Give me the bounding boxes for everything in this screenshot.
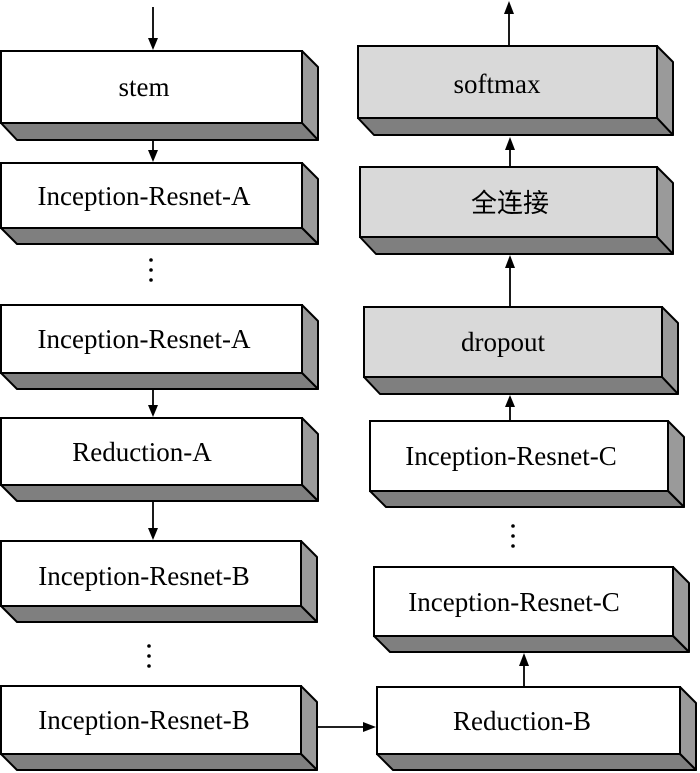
dropout-label: dropout xyxy=(461,327,545,357)
block-softmax: softmax xyxy=(357,45,674,136)
arrow-reduction-b-to-inception-c xyxy=(519,653,529,686)
inception-resnet-a-2-label: Inception-Resnet-A xyxy=(38,324,251,354)
fully-connected-label: 全连接 xyxy=(471,189,549,219)
arrow-inception-c-to-dropout xyxy=(505,395,515,420)
softmax-label: softmax xyxy=(454,69,541,99)
block-inception-resnet-c-2: Inception-Resnet-C xyxy=(373,566,690,653)
arrow-inception-b-to-reduction-b xyxy=(317,722,376,732)
block-inception-resnet-c-1: Inception-Resnet-C xyxy=(369,420,685,508)
reduction-b-label: Reduction-B xyxy=(453,706,591,736)
inception-resnet-a-1-label: Inception-Resnet-A xyxy=(38,181,251,211)
block-reduction-b: Reduction-B xyxy=(376,686,697,771)
block-dropout: dropout xyxy=(363,306,679,395)
arrow-input-to-stem xyxy=(148,7,158,50)
ellipsis-inception-b xyxy=(147,644,151,668)
inception-resnet-b-1-label: Inception-Resnet-B xyxy=(38,561,249,591)
block-fully-connected: 全连接 xyxy=(359,166,674,255)
arrow-inception-a-to-reduction-a xyxy=(148,389,158,417)
block-reduction-a: Reduction-A xyxy=(0,417,319,502)
block-inception-resnet-b-2: Inception-Resnet-B xyxy=(0,685,318,771)
block-inception-resnet-a-1: Inception-Resnet-A xyxy=(0,162,319,245)
inception-resnet-b-2-label: Inception-Resnet-B xyxy=(38,705,249,735)
ellipsis-inception-c xyxy=(511,524,515,548)
arrow-softmax-output xyxy=(504,1,514,45)
arrow-stem-to-inception-a xyxy=(148,140,158,162)
inception-resnet-c-1-label: Inception-Resnet-C xyxy=(405,441,616,471)
reduction-a-label: Reduction-A xyxy=(72,437,212,467)
arrow-dropout-to-fully-connected xyxy=(505,255,515,306)
block-inception-resnet-b-1: Inception-Resnet-B xyxy=(0,540,318,623)
arrow-fully-connected-to-softmax xyxy=(505,137,515,166)
arrow-reduction-a-to-inception-b xyxy=(148,501,158,540)
block-inception-resnet-a-2: Inception-Resnet-A xyxy=(0,304,319,390)
inception-resnet-c-2-label: Inception-Resnet-C xyxy=(408,587,619,617)
block-stem: stem xyxy=(0,50,319,141)
stem-label: stem xyxy=(119,72,170,102)
ellipsis-inception-a xyxy=(149,258,153,282)
